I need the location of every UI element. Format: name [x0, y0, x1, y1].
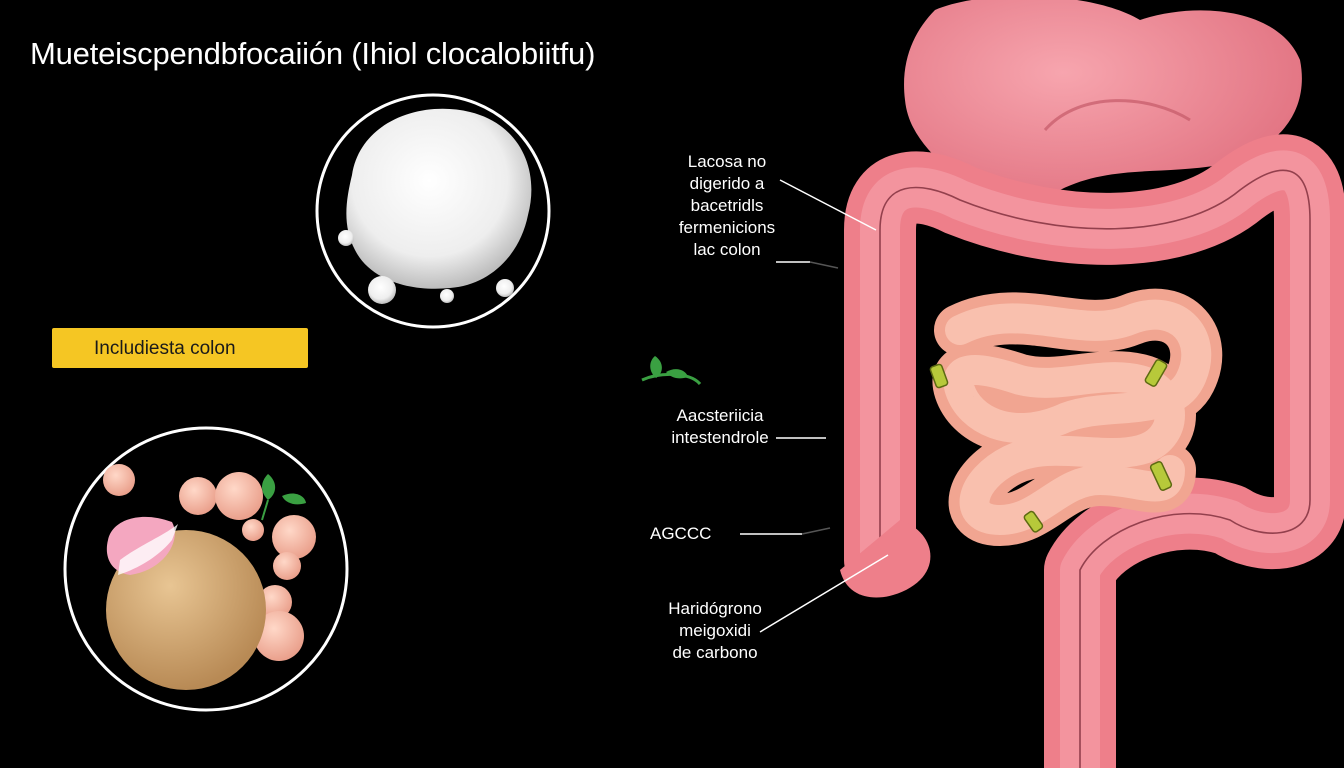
milk-drop-icon: [315, 93, 551, 329]
leaf-icon: [641, 356, 702, 386]
leader-lines: [740, 179, 889, 633]
colon: [840, 134, 1344, 768]
stomach: [904, 0, 1302, 215]
colon-badge: Includiesta colon: [52, 328, 308, 368]
bacteria-label: Aacsteriicia intestendrole: [671, 406, 769, 447]
gases-label: Haridógrono meigoxidi de carbono: [668, 599, 762, 662]
leaf-icon: [261, 474, 306, 521]
diagram-title: Mueteiscpendbfocaiión (Ihiol clocalobiit…: [30, 36, 596, 71]
small-intestine: [932, 288, 1223, 546]
bacteria-icon: [929, 359, 1173, 533]
agcc-label: AGCCC: [650, 524, 712, 543]
lactose-label: Lacosa no digerido a bacetridls fermenic…: [678, 152, 776, 259]
fermenting-bacteria-icon: [63, 426, 349, 712]
